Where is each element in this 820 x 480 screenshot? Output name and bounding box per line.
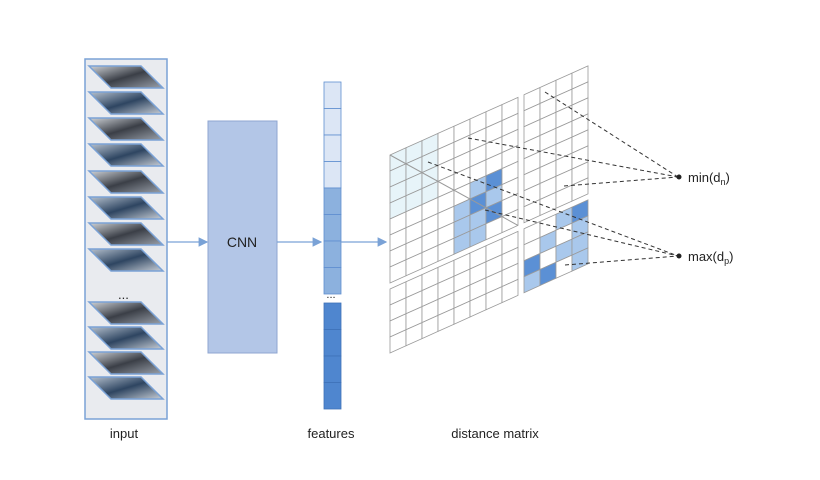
distance-matrix [389,65,589,354]
input-image-thumbnail [87,351,165,375]
matrix-block-tl [389,96,519,284]
distance-matrix-label: distance matrix [451,426,539,441]
feature-cell [323,108,342,136]
matrix-block-br [523,199,589,294]
feature-vector-column [323,81,342,410]
input-image-thumbnail [87,248,165,272]
feature-cell [323,187,342,215]
cnn-block: CNN [207,120,278,354]
input-image-thumbnail [87,301,165,325]
feature-cell [323,134,342,162]
feature-cell [323,302,342,330]
matrix-block-bl [389,230,519,354]
feature-cell [323,81,342,109]
max-point [676,253,682,259]
input-ellipsis: ... [118,287,129,302]
matrix-cell [571,247,589,272]
min-dn-label: min(dn) [688,170,730,187]
min-point [676,174,682,180]
feature-cell [323,329,342,357]
input-image-thumbnail [87,376,165,400]
features-ellipsis: ... [326,289,335,301]
input-image-thumbnail [87,91,165,115]
max-dp-label: max(dp) [688,249,733,266]
matrix-cell [501,278,519,304]
input-image-thumbnail [87,170,165,194]
matrix-diagonal [389,154,519,226]
features-label: features [308,426,355,441]
input-image-stack: ... [84,58,168,420]
input-image-thumbnail [87,143,165,167]
feature-cell [323,161,342,189]
feature-cell [323,214,342,242]
matrix-block-tr [523,65,589,224]
input-image-thumbnail [87,196,165,220]
selection-lines [427,91,679,266]
feature-cell [323,240,342,268]
input-image-thumbnail [87,117,165,141]
feature-cell [323,267,342,295]
feature-cell [323,355,342,383]
input-image-thumbnail [87,65,165,89]
feature-cell [323,382,342,410]
input-image-thumbnail [87,326,165,350]
input-image-thumbnail [87,222,165,246]
cnn-label: CNN [227,234,257,250]
input-label: input [110,426,139,441]
matrix-cell [571,177,589,202]
